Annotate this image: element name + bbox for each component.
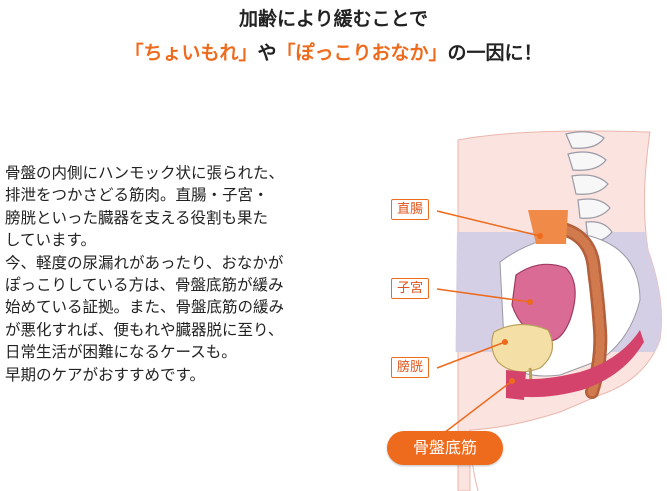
pelvic-floor-dot — [509, 378, 515, 384]
heading-mid: や — [257, 42, 277, 64]
description-line: 排泄をつかさどる筋肉。直腸・子宮・ — [5, 186, 269, 205]
label-pelvic-floor: 骨盤底筋 — [387, 431, 503, 465]
description-line: 早期のケアがおすすめです。 — [5, 365, 205, 384]
anatomy-illustration — [436, 130, 662, 491]
heading-line2: 「ちょいもれ」や「ぽっこりおなか」の一因に！ — [0, 38, 667, 65]
description-line: 骨盤の内側にハンモック状に張られた、 — [5, 164, 285, 182]
rectum-texture — [555, 223, 605, 397]
bladder-dot — [502, 339, 508, 345]
heading-accent-chyoimore: 「ちょいもれ」 — [124, 42, 258, 64]
label-bladder: 膀胱 — [391, 357, 430, 378]
label-uterus: 子宮 — [391, 278, 430, 299]
description-line: しています。 — [5, 231, 96, 250]
description-line: 始めている証拠。また、骨盤底筋の緩み — [5, 298, 285, 317]
pelvic-floor-marker — [506, 370, 526, 400]
rectum-dot — [537, 233, 543, 239]
label-rectum: 直腸 — [391, 199, 430, 220]
heading-suffix: の一因に！ — [447, 42, 543, 64]
description: 骨盤の内側にハンモック状に張られた、 排泄をつかさどる筋肉。直腸・子宮・ 膀胱と… — [5, 162, 355, 386]
description-line: 日常生活が困難になるケースも。 — [5, 343, 237, 362]
description-line: 膀胱といった臓器を支える役割も果た — [5, 208, 269, 227]
heading-line1: 加齢により緩むことで — [238, 8, 429, 30]
bladder — [491, 323, 554, 373]
description-line: 今、軽度の尿漏れがあったり、おなかが — [5, 253, 284, 272]
description-line: が悪化すれば、便もれや臓器脱に至り、 — [5, 320, 284, 339]
description-line: ぽっこりしている方は、骨盤底筋が緩み — [5, 276, 284, 295]
uterus-dot — [527, 299, 533, 305]
pelvic-floor-muscle — [510, 330, 644, 398]
leader-lines — [436, 210, 541, 437]
heading-accent-pokkori: 「ぽっこりおなか」 — [276, 42, 448, 64]
